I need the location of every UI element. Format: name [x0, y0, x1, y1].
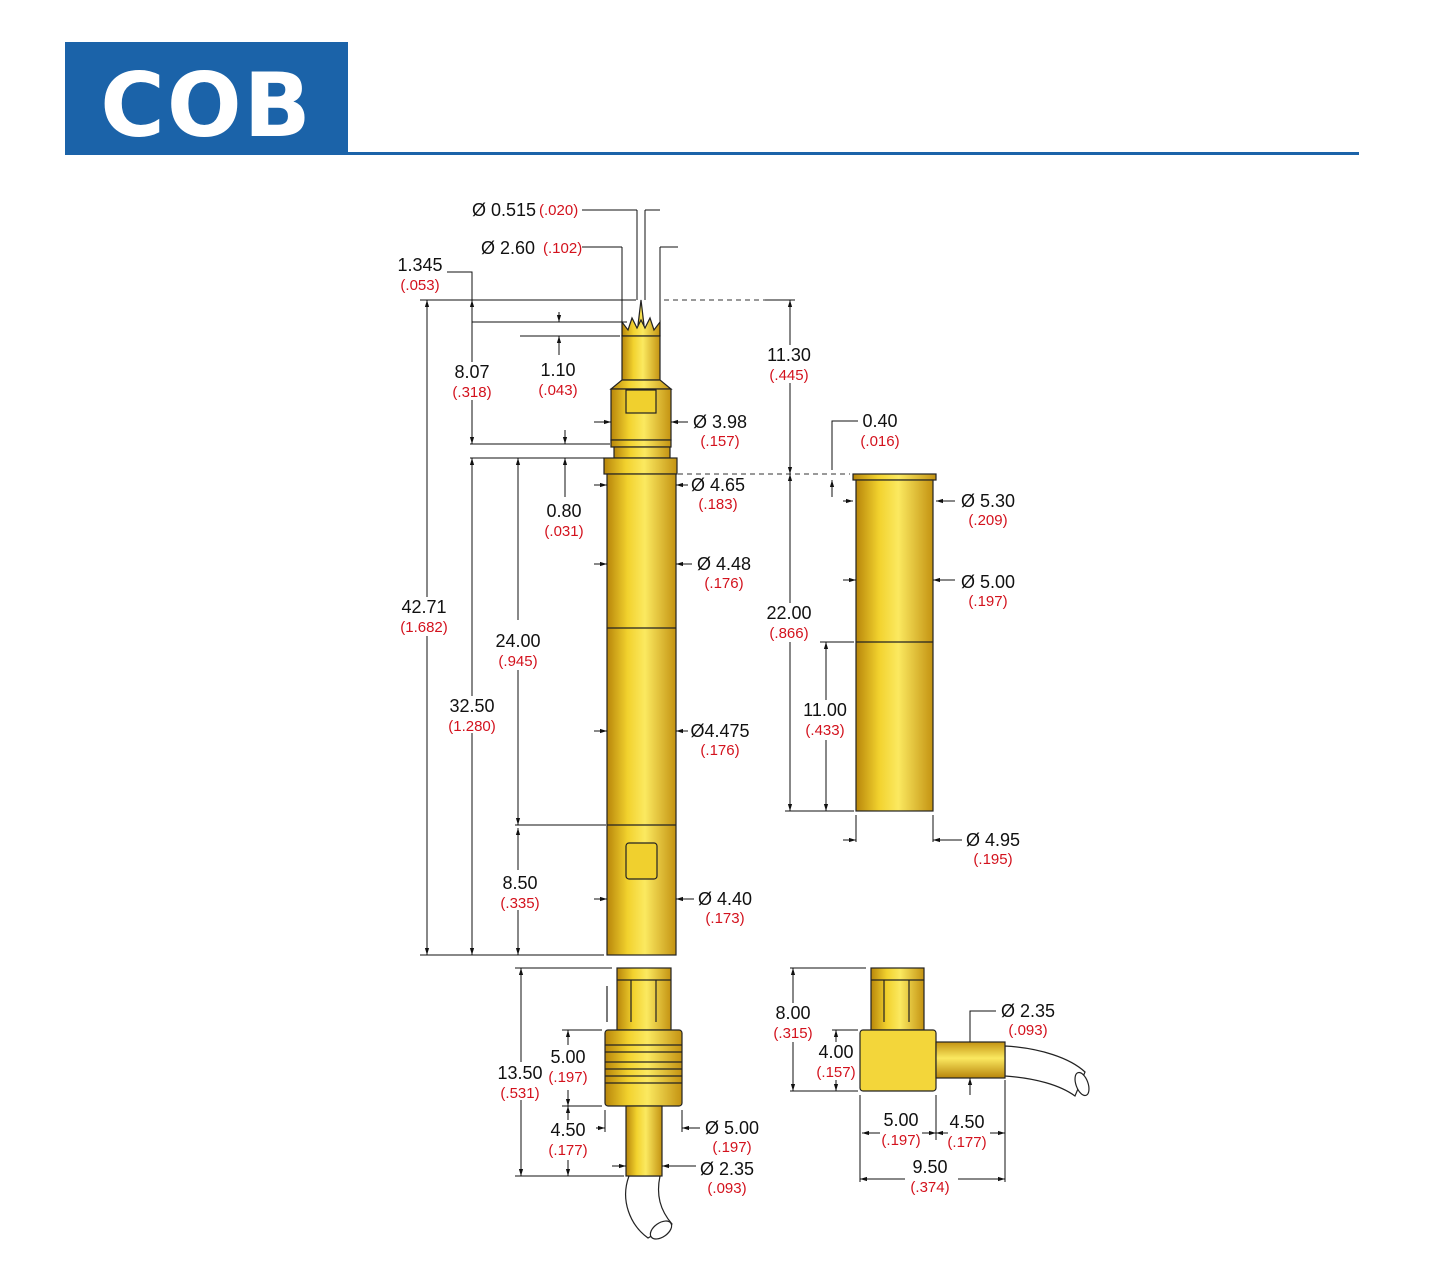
dimension-value-mm: Ø 4.65 — [691, 475, 745, 495]
dimension-value-inch: (.177) — [548, 1142, 587, 1159]
dimension-value-inch: (.183) — [698, 496, 737, 513]
dimension-value-mm: 8.00 — [775, 1003, 810, 1023]
dimension-value-inch: (.195) — [973, 851, 1012, 868]
dimension-value-mm: 0.40 — [862, 411, 897, 431]
right-angle-connector — [859, 967, 1090, 1097]
dimension-value-inch: (.318) — [452, 384, 491, 401]
dimension-value-inch: (.043) — [538, 382, 577, 399]
dimension-value-mm: Ø 4.48 — [697, 554, 751, 574]
dimension-value-mm: 11.30 — [767, 345, 811, 365]
dimension-value-mm: 4.50 — [949, 1112, 984, 1132]
dimension-value-inch: (.374) — [910, 1179, 949, 1196]
dimension-value-inch: (.093) — [1008, 1022, 1047, 1039]
straight-connector — [604, 967, 683, 1240]
header-rule — [348, 152, 1359, 155]
dimension-value-mm: 8.07 — [454, 362, 489, 382]
dimension-value-inch: (.173) — [705, 910, 744, 927]
dimension-value-inch: (.197) — [881, 1132, 920, 1149]
dimension-value-inch: (.315) — [773, 1025, 812, 1042]
dimension-value-mm: 0.80 — [546, 501, 581, 521]
dimension-value-inch: (.016) — [860, 433, 899, 450]
dimension-value-mm: 5.00 — [883, 1110, 918, 1130]
dimension-value-mm: Ø4.475 — [690, 721, 749, 741]
dimension-value-mm: Ø 0.515 — [472, 200, 536, 220]
dimension-value-mm: 11.00 — [803, 700, 847, 720]
dimension-value-inch: (.020) — [539, 202, 578, 219]
dimension-value-mm: 8.50 — [502, 873, 537, 893]
dimension-value-mm: 4.00 — [818, 1042, 853, 1062]
dimension-value-mm: Ø 3.98 — [693, 412, 747, 432]
dimension-value-mm: 13.50 — [497, 1063, 542, 1083]
dimension-value-inch: (.177) — [947, 1134, 986, 1151]
page-title: COB — [100, 54, 313, 157]
dimension-value-mm: 5.00 — [550, 1047, 585, 1067]
dimension-value-inch: (.176) — [704, 575, 743, 592]
dimension-value-inch: (.031) — [544, 523, 583, 540]
title-banner: COB — [65, 42, 348, 157]
dimension-value-mm: Ø 5.00 — [961, 572, 1015, 592]
dimension-value-mm: 1.345 — [397, 255, 442, 275]
dimension-value-inch: (.053) — [400, 277, 439, 294]
dimension-value-inch: (.945) — [498, 653, 537, 670]
dimension-value-inch: (1.280) — [448, 718, 496, 735]
dimension-value-mm: 22.00 — [766, 603, 811, 623]
dimension-value-mm: 1.10 — [540, 360, 575, 380]
dimension-value-inch: (.445) — [769, 367, 808, 384]
dimension-value-mm: Ø 5.30 — [961, 491, 1015, 511]
dimension-value-inch: (.176) — [700, 742, 739, 759]
dimension-value-mm: 4.50 — [550, 1120, 585, 1140]
dimension-value-mm: Ø 2.35 — [700, 1159, 754, 1179]
dimension-value-inch: (.157) — [700, 433, 739, 450]
probe-plunger — [609, 299, 673, 459]
dimension-value-inch: (.197) — [548, 1069, 587, 1086]
dimension-value-inch: (.866) — [769, 625, 808, 642]
dimension-value-inch: (.209) — [968, 512, 1007, 529]
dimension-value-inch: (1.682) — [400, 619, 448, 636]
dimension-lines — [420, 209, 1006, 1182]
dimension-value-mm: 42.71 — [401, 597, 446, 617]
dimension-value-mm: Ø 4.40 — [698, 889, 752, 909]
dimension-value-mm: Ø 2.35 — [1001, 1001, 1055, 1021]
dimension-value-mm: 32.50 — [449, 696, 494, 716]
dimension-labels: Ø 0.515(.020) Ø 2.60 (.102) 1.345 (.053) 8.07… — [397, 200, 1055, 1197]
dimension-value-inch: (.197) — [712, 1139, 751, 1156]
probe-barrel — [603, 457, 678, 956]
dimension-value-mm: Ø 5.00 — [705, 1118, 759, 1138]
dimension-value-inch: (.157) — [816, 1064, 855, 1081]
dimension-value-inch: (.197) — [968, 593, 1007, 610]
dimension-value-inch: (.093) — [707, 1180, 746, 1197]
dimension-value-inch: (.335) — [500, 895, 539, 912]
dimension-value-mm: 24.00 — [495, 631, 540, 651]
dimension-value-mm: Ø 2.60 — [481, 238, 535, 258]
receptacle — [852, 473, 937, 812]
dimension-value-inch: (.102) — [543, 240, 582, 257]
dimension-value-inch: (.433) — [805, 722, 844, 739]
dimension-value-mm: 9.50 — [912, 1157, 947, 1177]
dimension-value-inch: (.531) — [500, 1085, 539, 1102]
dimension-value-mm: Ø 4.95 — [966, 830, 1020, 850]
